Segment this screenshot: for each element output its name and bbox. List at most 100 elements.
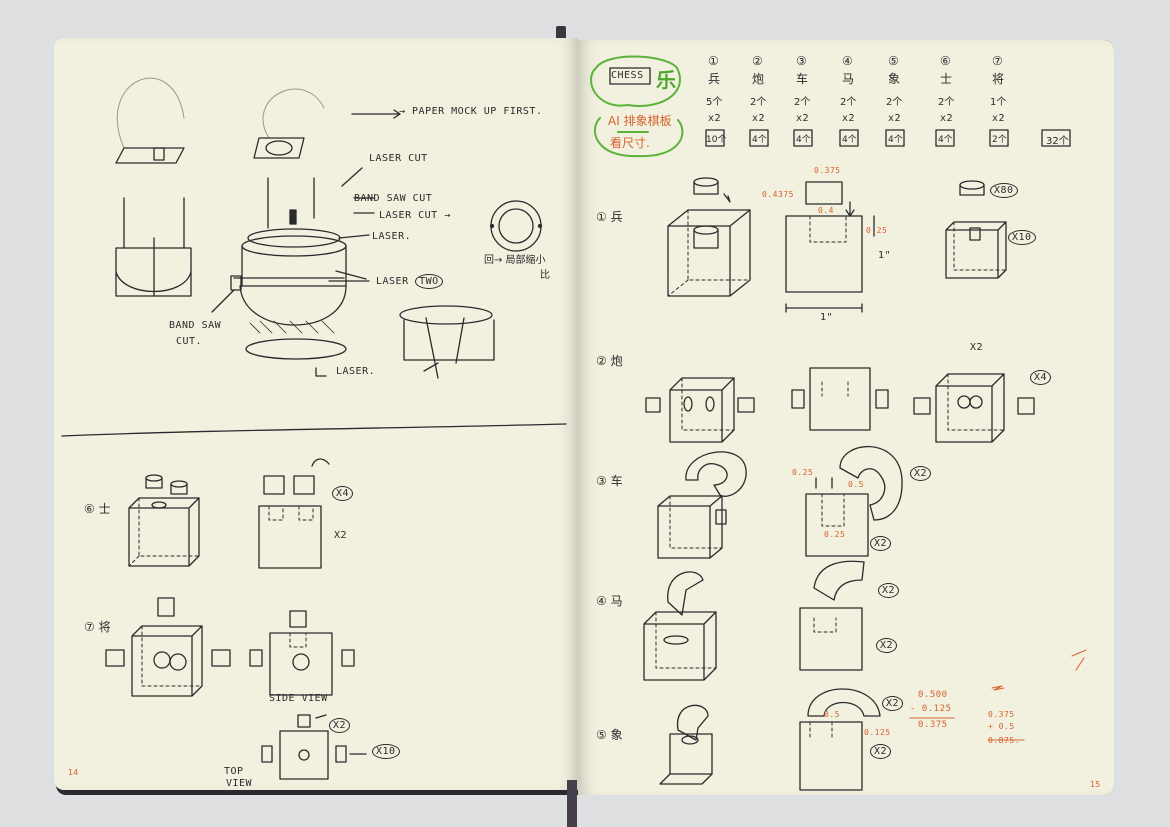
- note-laser-two: LASER TWO: [376, 274, 443, 289]
- piece-5-count-1: X2: [882, 696, 904, 711]
- table-name: 炮: [752, 72, 765, 86]
- table-count: 2个: [938, 97, 955, 108]
- note-laser-cut-2: LASER CUT →: [379, 210, 451, 221]
- piece-7-count-top: X2: [329, 718, 351, 733]
- table-total: 4个: [888, 135, 903, 145]
- piece-5-count-2: X2: [870, 744, 892, 759]
- table-count: 2个: [886, 97, 903, 108]
- table-count: 2个: [840, 97, 857, 108]
- piece-2-label: ② 炮: [596, 354, 623, 368]
- table-name: 兵: [708, 72, 721, 86]
- piece-2-mult: X2: [970, 342, 984, 353]
- table-mult: x2: [796, 113, 810, 124]
- table-total: 4个: [842, 135, 857, 145]
- green-note-1: AI 排象棋板: [608, 114, 672, 128]
- dim-label: 1": [820, 312, 834, 323]
- chess-label: CHESS: [611, 70, 644, 81]
- piece-5-label: ⑤ 象: [596, 728, 623, 742]
- chess-char: 乐: [656, 68, 676, 92]
- table-count: 1个: [990, 97, 1007, 108]
- piece-7-label: ⑦ 将: [84, 620, 111, 634]
- piece-3-label: ③ 车: [596, 474, 623, 488]
- table-count: 5个: [706, 97, 723, 108]
- piece-1-count-1: X80: [990, 183, 1018, 198]
- left-page-sketches: [61, 77, 567, 780]
- table-total: 10个: [706, 135, 727, 145]
- table-count: 2个: [794, 97, 811, 108]
- table-num: ⑥: [940, 54, 951, 68]
- note-band-saw-left-2: CUT.: [176, 336, 203, 347]
- table-grand-total: 32个: [1046, 136, 1069, 147]
- table-mult: x2: [708, 113, 722, 124]
- piece-1-count-2: X10: [1008, 230, 1036, 245]
- note-band-saw-left-1: BAND SAW: [169, 320, 222, 331]
- table-num: ⑦: [992, 54, 1003, 68]
- note-ring-2: 比: [540, 270, 550, 281]
- table-mult: x2: [992, 113, 1006, 124]
- calc-2-line: 0.375: [988, 710, 1015, 719]
- note-paper-mockup: → PAPER MOCK UP FIRST.: [399, 106, 543, 117]
- right-page-sketches: [590, 55, 1087, 791]
- table-total: 4个: [938, 135, 953, 145]
- piece-7-count-side: X10: [372, 744, 400, 759]
- dim-label: 0.125: [864, 728, 891, 737]
- note-laser-cut-1: LASER CUT: [369, 153, 428, 164]
- note-laser-1: LASER.: [372, 231, 412, 242]
- piece-3-count-1: X2: [910, 466, 932, 481]
- dim-label: 0.4: [818, 206, 834, 215]
- calc-1-line: 0.500: [918, 690, 948, 700]
- table-name: 士: [940, 72, 953, 86]
- piece-3-count-2: X2: [870, 536, 892, 551]
- table-name: 象: [888, 72, 901, 86]
- top-view-label-2: VIEW: [226, 778, 253, 789]
- table-name: 车: [796, 72, 809, 86]
- dim-label: 0.375: [814, 166, 841, 175]
- piece-6-mult: X2: [334, 530, 348, 541]
- dim-label: 0.4375: [762, 190, 794, 199]
- table-mult: x2: [842, 113, 856, 124]
- piece-4-count-2: X2: [876, 638, 898, 653]
- dim-label: 0.25: [824, 530, 846, 539]
- table-mult: x2: [888, 113, 902, 124]
- calc-2-line: 0.875.: [988, 736, 1020, 745]
- table-num: ②: [752, 54, 763, 68]
- table-mult: x2: [752, 113, 766, 124]
- note-laser-bottom: LASER.: [336, 366, 376, 377]
- table-count: 2个: [750, 97, 767, 108]
- table-total: 4个: [796, 135, 811, 145]
- piece-2-count: X4: [1030, 370, 1052, 385]
- top-view-label-1: TOP: [224, 766, 244, 777]
- green-note-2: 看尺寸.: [610, 136, 650, 150]
- table-name: 马: [842, 72, 855, 86]
- ribbon-marker: [567, 780, 577, 827]
- right-page: CHESS 乐 AI 排象棋板 看尺寸. ① ② ③ ④ ⑤ ⑥ ⑦ 兵 炮 车…: [578, 40, 1114, 795]
- note-ring-1: 回→ 局部缩小: [484, 255, 546, 266]
- dim-label: 0.5: [824, 710, 840, 719]
- calc-1-line: - 0.125: [910, 704, 952, 714]
- table-name: 将: [992, 72, 1005, 86]
- piece-4-count-1: X2: [878, 583, 900, 598]
- calc-2-line: + 0.5: [988, 722, 1015, 731]
- table-total: 4个: [752, 135, 767, 145]
- table-num: ①: [708, 54, 719, 68]
- table-total: 2个: [992, 135, 1007, 145]
- calc-1-line: 0.375: [918, 720, 948, 730]
- dim-label: 1": [878, 250, 892, 261]
- table-num: ③: [796, 54, 807, 68]
- piece-1-label: ① 兵: [596, 210, 623, 224]
- side-view-label: SIDE VIEW: [269, 693, 328, 704]
- dim-label: 0.25: [866, 226, 888, 235]
- note-two: TWO: [415, 274, 443, 289]
- right-page-number: 15: [1090, 780, 1101, 789]
- piece-6-count: X4: [332, 486, 354, 501]
- dim-label: 0.5: [848, 480, 864, 489]
- left-page-number: 14: [68, 768, 79, 777]
- piece-4-label: ④ 马: [596, 594, 623, 608]
- table-num: ④: [842, 54, 853, 68]
- piece-6-label: ⑥ 士: [84, 502, 111, 516]
- left-page: → PAPER MOCK UP FIRST. LASER CUT BAND SA…: [54, 38, 578, 790]
- note-band-saw-cut: BAND SAW CUT: [354, 193, 433, 204]
- dim-label: 0.25: [792, 468, 814, 477]
- table-mult: x2: [940, 113, 954, 124]
- table-num: ⑤: [888, 54, 899, 68]
